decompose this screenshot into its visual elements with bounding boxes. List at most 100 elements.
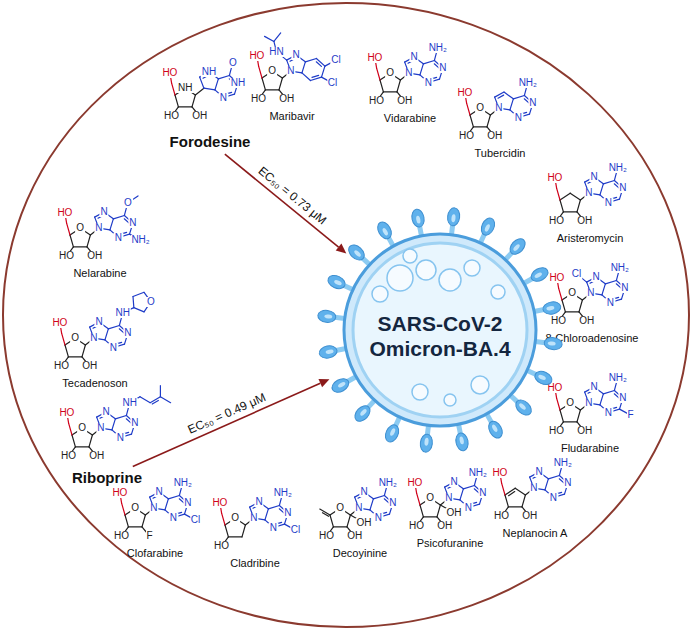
bond-line xyxy=(200,77,204,88)
arrow-line xyxy=(225,154,339,247)
atom-label: HO xyxy=(458,131,475,141)
atom-label: OH xyxy=(278,94,295,104)
atom-label: N xyxy=(219,93,228,103)
spike-head xyxy=(544,337,563,351)
virus-bubble xyxy=(403,249,417,263)
atom-label: N xyxy=(130,418,139,428)
atom-label: OH xyxy=(396,96,413,106)
drug-name: Neplanocin A xyxy=(503,528,568,539)
bond-line xyxy=(175,95,178,107)
spike-highlight xyxy=(353,249,362,257)
bond-line xyxy=(545,479,548,490)
atom-label: OH xyxy=(88,451,105,461)
bond-line xyxy=(152,400,158,404)
virus-bubble xyxy=(464,260,480,276)
atom-label: HO xyxy=(548,216,565,226)
bond-line xyxy=(470,115,473,127)
atom-label: N xyxy=(591,272,600,282)
atom-label: O xyxy=(70,333,80,343)
atom-label: HO xyxy=(111,488,128,498)
atom-label: Cl xyxy=(330,55,341,65)
atom-label: HO xyxy=(548,426,565,436)
bond-line xyxy=(279,78,282,90)
atom-label: N xyxy=(169,513,178,523)
atom-label: Cl xyxy=(290,525,301,535)
atom-label: HO xyxy=(51,318,68,328)
spike-head xyxy=(513,397,534,418)
bond-line xyxy=(67,223,70,235)
atom-label: N xyxy=(283,508,292,518)
bond-line xyxy=(259,66,262,78)
atom-label: N xyxy=(269,523,278,533)
bond-line xyxy=(557,398,560,410)
atom-label: O xyxy=(75,223,85,233)
bond-line xyxy=(603,390,614,393)
atom-label: O xyxy=(146,297,156,307)
atom-label: NH₂ xyxy=(173,478,193,488)
bond-line xyxy=(347,515,350,527)
bond-line xyxy=(322,513,328,517)
bond-line xyxy=(502,483,505,495)
atom-label: HO xyxy=(408,521,425,531)
atom-label: O xyxy=(77,423,87,433)
atom-label: N xyxy=(529,483,538,493)
atom-label: O xyxy=(425,493,435,503)
spike-highlight xyxy=(325,349,334,354)
arrow-line xyxy=(133,383,320,466)
virus-bubble xyxy=(444,394,456,406)
bond-line xyxy=(498,95,504,98)
bond-line xyxy=(460,489,463,500)
drug-name: Forodesine xyxy=(170,134,251,151)
atom-label: NH xyxy=(122,398,138,408)
atom-label: HN xyxy=(268,47,284,57)
bond-line xyxy=(132,297,134,308)
atom-label: O xyxy=(123,198,133,208)
spike-highlight xyxy=(534,272,543,279)
bond-line xyxy=(105,329,108,340)
atom-label: N xyxy=(589,172,598,182)
atom-label: N xyxy=(154,487,163,497)
bond-line xyxy=(333,526,347,527)
atom-label: N xyxy=(183,498,192,508)
atom-label: N xyxy=(116,433,125,443)
drug-name: Aristeromycin xyxy=(557,233,624,244)
bond-line xyxy=(69,423,72,435)
bond-line xyxy=(108,325,119,328)
spike-head xyxy=(507,236,528,257)
spike-head xyxy=(352,403,373,424)
arrow-head xyxy=(318,379,329,387)
bond-line xyxy=(172,83,175,95)
spike-highlight xyxy=(333,279,342,286)
spike-head xyxy=(486,419,505,441)
bond-line xyxy=(383,91,397,92)
bond-line xyxy=(134,308,144,312)
spike-head xyxy=(419,434,433,453)
bond-line xyxy=(225,525,228,537)
atom-label: HO xyxy=(58,408,75,418)
bond-line xyxy=(305,58,316,61)
bond-line xyxy=(265,89,279,90)
bond-line xyxy=(265,509,268,520)
spike-head xyxy=(375,220,394,242)
spike-highlight xyxy=(324,314,332,319)
bond-line xyxy=(423,60,434,63)
spike-head xyxy=(447,207,461,226)
bond-line xyxy=(577,200,580,212)
bond-line xyxy=(463,485,474,488)
outer-circle xyxy=(3,3,689,627)
spike-head xyxy=(410,208,425,228)
atom-label: O xyxy=(130,503,140,513)
spike-highlight xyxy=(359,408,367,417)
bond-line xyxy=(562,300,565,312)
atom-label: N xyxy=(444,493,453,503)
atom-label: N xyxy=(374,513,383,523)
drug-name: Vidarabine xyxy=(384,113,436,124)
atom-label: HO xyxy=(211,498,228,508)
atom-label: N xyxy=(388,498,397,508)
bond-line xyxy=(140,397,150,403)
atom-label: NH₂ xyxy=(130,235,150,245)
bond-line xyxy=(504,92,513,99)
bond-line xyxy=(110,219,113,230)
bond-line xyxy=(242,525,245,537)
bond-line xyxy=(377,68,380,80)
